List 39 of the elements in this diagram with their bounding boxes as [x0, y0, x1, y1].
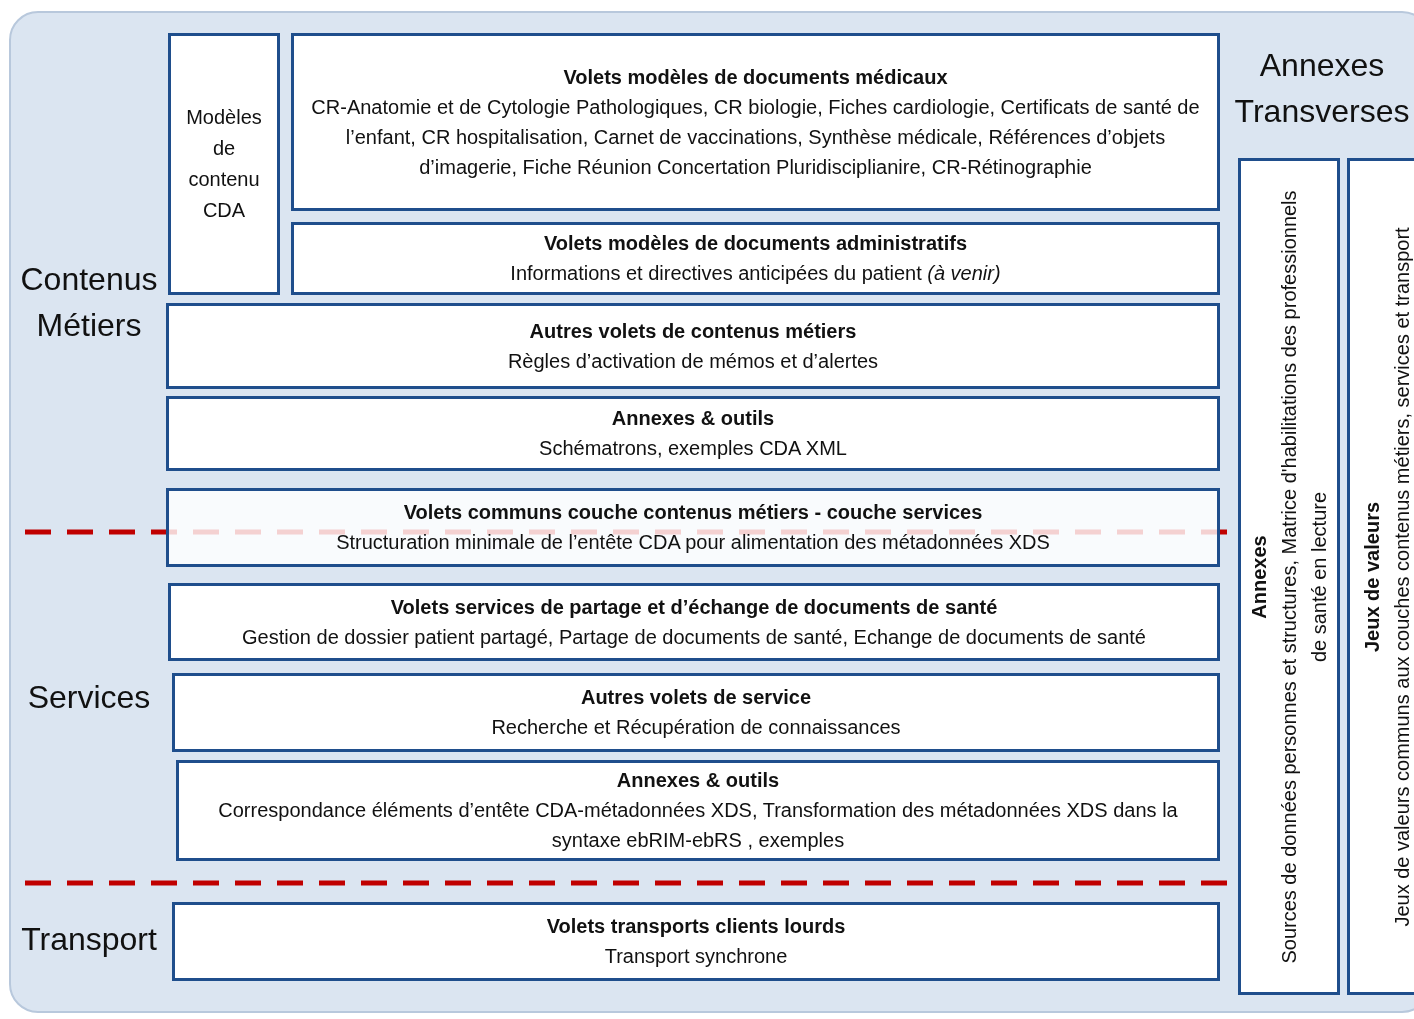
layer-box	[168, 33, 280, 295]
layer-title: Services	[26, 678, 152, 717]
layer-box	[172, 902, 1220, 981]
box-heading: Volets modèles de documents administratifs	[543, 231, 968, 256]
box-description: Recherche et Récupération de connaissances	[490, 715, 902, 740]
box-heading: Annexes	[1246, 534, 1271, 619]
box-description: CR-Anatomie et de Cytologie Pathologiques, CR biologie, Fiches cardiologie, Certificats de santé de l’enfant, CR hospitalisation, Carnet de vaccinations, Synthèse médicale, Références d’objets d’imagerie, Fiche Réunion Concertation Pluridisciplianire, CR-Rétinographie	[310, 94, 1201, 180]
layer-box	[166, 396, 1220, 471]
box-heading: Annexes & outils	[616, 768, 780, 793]
box-description: Structuration minimale de l’entête CDA pour alimentation des métadonnées XDS	[335, 530, 1051, 555]
layer-box	[166, 488, 1220, 567]
box-description: Informations et directives anticipées du patient (à venir)	[509, 261, 1002, 286]
layer-box	[1238, 158, 1340, 995]
layer-box	[168, 583, 1220, 661]
box-description: Schématrons, exemples CDA XML	[538, 436, 848, 461]
box-heading: Autres volets de service	[580, 685, 812, 710]
layer-title: Contenus Métiers	[19, 260, 159, 345]
box-heading: Volets modèles de documents médicaux	[563, 64, 948, 90]
layer-box	[176, 760, 1220, 861]
box-heading: Volets communs couche contenus métiers - couche services	[403, 500, 983, 525]
box-description: Règles d’activation de mémos et d’alertes	[506, 348, 880, 374]
box-heading: Autres volets de contenus métiers	[529, 318, 857, 344]
box-description: Sources de données personnes et structures, Matrice d'habilitations des professionnels de santé en lecture	[1276, 188, 1331, 966]
box-description: Gestion de dossier patient partagé, Partage de documents de santé, Echange de documents de santé	[241, 624, 1147, 650]
box-description: Correspondance éléments d’entête CDA-métadonnées XDS, Transformation des métadonnées XDS dans la syntaxe ebRIM-ebRS , exemples	[217, 798, 1179, 853]
layer-box	[1347, 158, 1414, 995]
layer-box	[291, 222, 1220, 295]
box-title: Modèles de contenu CDA	[185, 105, 263, 223]
layer-title: Transport	[20, 920, 158, 959]
box-heading: Volets transports clients lourds	[546, 914, 846, 939]
layer-title: Annexes Transverses	[1233, 46, 1411, 131]
layer-box	[291, 33, 1220, 211]
box-heading: Jeux de valeurs	[1359, 501, 1384, 652]
box-description: Transport synchrone	[603, 944, 789, 969]
box-heading: Volets services de partage et d’échange de documents de santé	[390, 594, 998, 620]
box-heading: Annexes & outils	[611, 406, 775, 431]
box-description: Jeux de valeurs communs aux couches contenus métiers, services et transport	[1389, 225, 1414, 929]
layer-box	[166, 303, 1220, 389]
layer-box	[172, 673, 1220, 752]
